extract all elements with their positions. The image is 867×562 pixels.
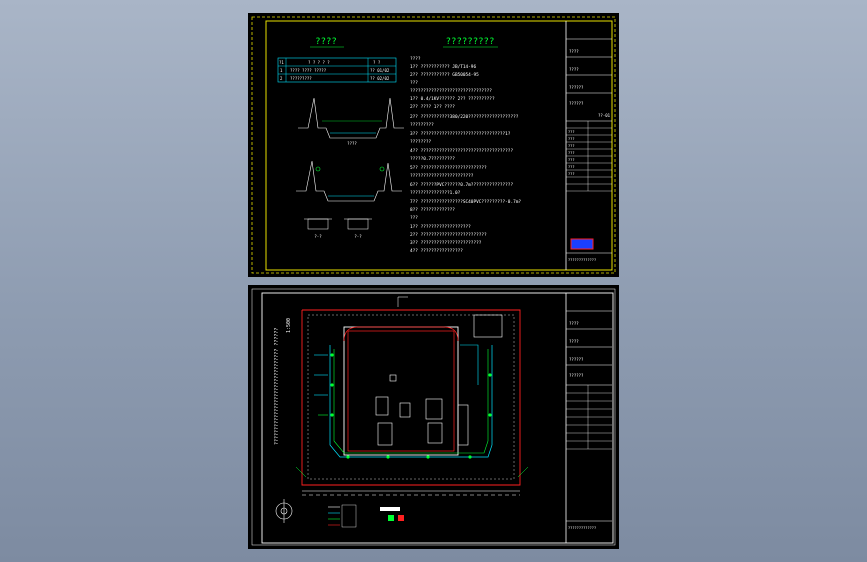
- trench-section-2: [296, 160, 402, 202]
- drawing-name: ??????: [569, 373, 584, 378]
- note-line: ???: [410, 80, 418, 86]
- title-row: ???: [568, 144, 575, 148]
- inner-frame: [265, 20, 613, 271]
- drawing-name: ??????: [569, 101, 584, 106]
- title-row: ???: [568, 165, 575, 169]
- table-cell: 1: [280, 68, 283, 73]
- table-cell: ?1: [279, 60, 284, 65]
- design-notes: ???? 1?? ??????????? JB/T14-96 2?? ?????…: [410, 56, 521, 254]
- cable-routes: [314, 296, 493, 458]
- note-line: 2?? ???????????380/220??????????????????…: [410, 114, 519, 120]
- note-line: ???: [410, 215, 418, 221]
- note-line: 3?? ????????????????????????????????1?: [410, 131, 511, 137]
- svg-text:?-?: ?-?: [354, 234, 362, 239]
- title-field: ????: [569, 49, 579, 54]
- note-line: 4?? ????????????????: [410, 248, 463, 254]
- legend-table: ?1 ? ? ? ? ? ? ? 1 ???? ???? ????? ?? 01…: [277, 57, 397, 83]
- note-line: 5?? ?????????????????????????: [410, 165, 487, 171]
- note-line: 2?? ?????????????????????????: [410, 232, 487, 238]
- table-cell: ? ? ? ? ?: [308, 60, 330, 65]
- drawing-scale: 1:500: [286, 318, 292, 333]
- title-row: ???: [568, 151, 575, 155]
- lamp-post-icons: [330, 353, 492, 459]
- drawing-top-svg: ???? ????????? ?1 ? ? ? ? ? ? ? 1 ???? ?…: [251, 16, 616, 274]
- road: [295, 466, 529, 496]
- title-block-top: ???? ???? ?????? ?????? ??-01 ??? ??? ??…: [566, 38, 612, 262]
- title-row: ???: [568, 137, 575, 141]
- note-line: 2?? ???? 1?? ????: [410, 104, 455, 110]
- north-arrow-icon: [275, 499, 293, 523]
- inner-frame: [261, 292, 614, 544]
- title-field: ????: [569, 321, 579, 326]
- title-field: ??????: [569, 357, 584, 362]
- note-line: ????: [410, 56, 421, 62]
- company-name: ?????????????: [568, 526, 596, 530]
- note-line: ?????0.7?????????: [410, 156, 455, 162]
- table-cell: ?????????: [290, 76, 312, 81]
- note-line: 1?? ???????????????????: [410, 224, 471, 230]
- title-row: ???: [568, 172, 575, 176]
- main-building: [343, 326, 459, 456]
- title-field: ????: [569, 67, 579, 72]
- title-block-bottom: ???? ???? ?????? ?????? ?????????????: [566, 310, 612, 530]
- right-section-title: ?????????: [446, 37, 495, 47]
- trench-section-1: ????: [298, 97, 404, 146]
- table-cell: ?? 01/02: [370, 68, 390, 73]
- left-section-title: ????: [315, 37, 337, 47]
- note-line: 7?? ????????????????SC40PVC?????????-0.7…: [410, 199, 521, 205]
- note-line: 6?? ??????PVC??????0.7m????????????????: [410, 182, 513, 188]
- drawing-sheet-bottom[interactable]: ???????????????????????????????? ?????? …: [248, 285, 619, 549]
- approval-stamp-icon: [570, 238, 594, 250]
- svg-text:?-?: ?-?: [314, 234, 322, 239]
- vertical-drawing-title: ???????????????????????????????? ??????: [274, 328, 280, 445]
- sheet-number: ??-01: [598, 113, 611, 118]
- note-line: ????????????????????????: [410, 173, 474, 179]
- interior-equipment: [375, 314, 503, 446]
- site-boundary: [301, 309, 521, 486]
- company-name: ?????????????: [568, 258, 596, 262]
- drawing-sheet-top[interactable]: ???? ????????? ?1 ? ? ? ? ? ? ? 1 ???? ?…: [248, 13, 619, 277]
- table-cell: 2: [280, 76, 283, 81]
- outer-frame: [251, 16, 616, 274]
- table-cell: ???? ???? ?????: [290, 68, 327, 73]
- drawing-bottom-svg: ???????????????????????????????? ?????? …: [251, 288, 616, 546]
- title-field: ??????: [569, 85, 584, 90]
- note-line: 8?? ?????????????: [410, 207, 455, 213]
- note-line: ?????????: [410, 122, 434, 128]
- title-field: ????: [569, 339, 579, 344]
- table-cell: ?? 02/02: [370, 76, 390, 81]
- site-legend: [328, 504, 404, 528]
- note-line: 1?? 0.4/1KV?????? 2?? ??????????: [410, 96, 495, 102]
- note-line: 4?? ???????????????????????????????????: [410, 148, 513, 154]
- title-row: ???: [568, 158, 575, 162]
- svg-text:????: ????: [347, 141, 357, 146]
- title-row: ???: [568, 130, 575, 134]
- note-line: ???????????????????????????????: [410, 88, 492, 94]
- table-cell: ? ?: [373, 60, 381, 65]
- note-line: 1?? ??????????? JB/T14-96: [410, 64, 476, 70]
- note-line: ???????????????1.0?: [410, 190, 461, 196]
- trench-section-3: ?-? ?-?: [304, 218, 372, 239]
- note-line: 3?? ???????????????????????: [410, 240, 482, 246]
- note-line: 2?? ??????????? GB50054-95: [410, 72, 479, 78]
- note-line: ????????: [410, 139, 432, 145]
